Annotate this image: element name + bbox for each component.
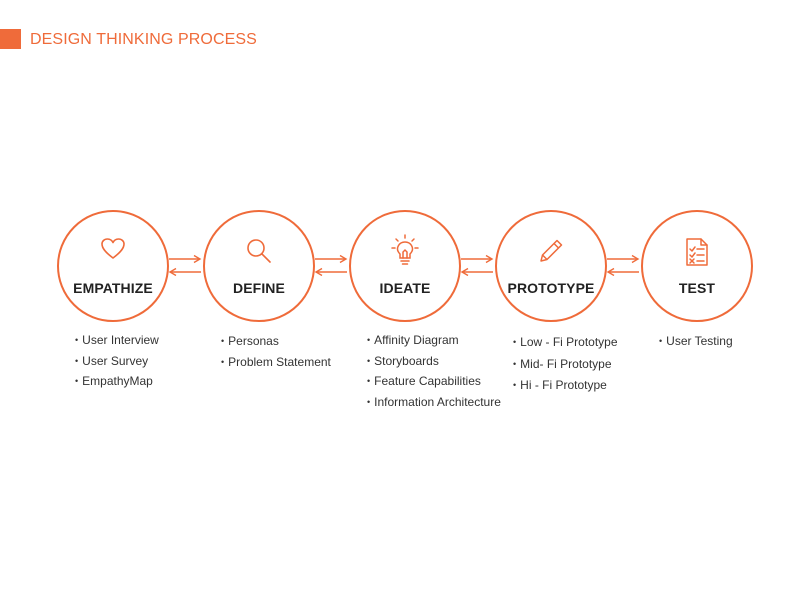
list-item: Low - Fi Prototype	[513, 332, 617, 354]
connector-arrows	[460, 254, 494, 276]
stage-label: TEST	[678, 280, 716, 296]
list-item: Personas	[221, 332, 331, 353]
connector-arrows	[168, 254, 202, 276]
list-item: User Testing	[659, 332, 732, 353]
stage-prototype: PROTOTYPE	[495, 210, 607, 322]
header-accent-block	[0, 29, 21, 49]
stage-test: TEST	[641, 210, 753, 322]
checklist-icon	[685, 237, 709, 272]
stage-label: EMPATHIZE	[73, 280, 153, 296]
stage-items-test: User Testing	[659, 332, 732, 353]
stage-items-prototype: Low - Fi Prototype Mid- Fi Prototype Hi …	[513, 332, 618, 397]
list-item: Mid- Fi Prototype	[513, 354, 618, 376]
stage-label: DEFINE	[233, 280, 285, 296]
stage-label: PROTOTYPE	[507, 280, 595, 296]
stage-items-ideate: Affinity Diagram Storyboards Feature Cap…	[367, 331, 501, 413]
stage-items-empathize: User Interview User Survey EmpathyMap	[75, 331, 159, 393]
lightbulb-icon	[390, 234, 420, 271]
connector-arrows	[314, 254, 348, 276]
stage-empathize: EMPATHIZE	[57, 210, 169, 322]
list-item: User Interview	[75, 331, 159, 352]
stage-define: DEFINE	[203, 210, 315, 322]
connector-arrows	[606, 254, 640, 276]
list-item: EmpathyMap	[75, 372, 159, 393]
magnifier-icon	[245, 237, 273, 270]
list-item: Problem Statement	[221, 353, 331, 374]
list-item: Storyboards	[367, 352, 501, 373]
list-item: Affinity Diagram	[367, 331, 501, 352]
pencil-icon	[537, 237, 565, 270]
list-item: Feature Capabilities	[367, 372, 501, 393]
list-item: User Survey	[75, 352, 159, 373]
list-item: Information Architecture	[367, 393, 501, 414]
stage-label: IDEATE	[379, 280, 431, 296]
list-item: Hi - Fi Prototype	[513, 375, 618, 397]
stage-items-define: Personas Problem Statement	[221, 332, 331, 373]
heart-icon	[100, 237, 126, 266]
page-title: DESIGN THINKING PROCESS	[30, 31, 257, 48]
stage-ideate: IDEATE	[349, 210, 461, 322]
